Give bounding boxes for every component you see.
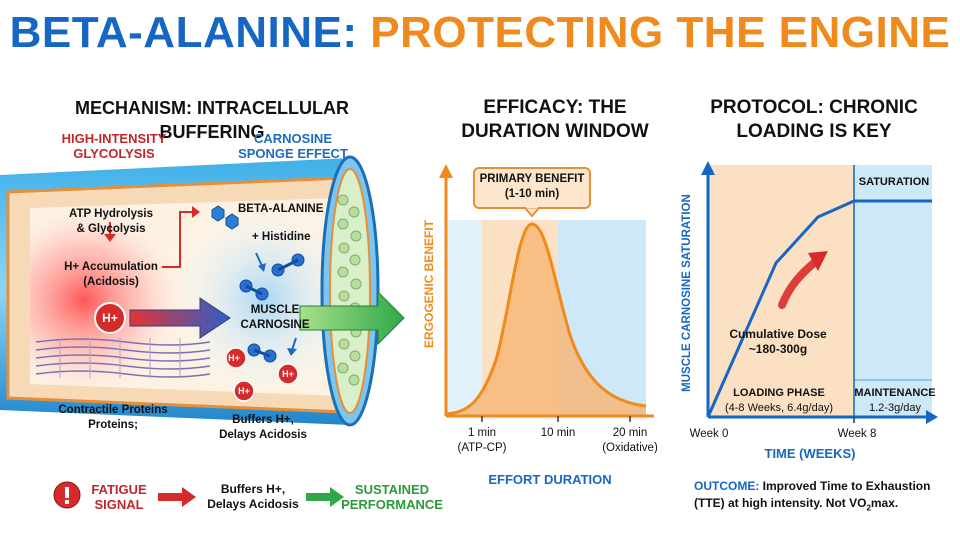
outcome-text: OUTCOME: Improved Time to Exhaustion (TT… [694, 479, 931, 513]
tick-10min: 10 min [540, 427, 576, 439]
h-plus-small-1: H+ [228, 353, 240, 363]
efficacy-x-axis-label: EFFORT DURATION [488, 472, 612, 487]
protocol-x-axis-label: TIME (WEEKS) [764, 446, 856, 461]
beta-alanine-label: BETA-ALANINE [238, 203, 324, 215]
efficacy-y-axis-label: ERGOGENIC BENEFIT [422, 220, 436, 349]
h-plus-badge: H+ [102, 311, 118, 325]
page-title: BETA-ALANINE: PROTECTING THE ENGINE [0, 8, 960, 58]
loading-phase-label: LOADING PHASE(4-8 Weeks, 6.4g/day) [724, 387, 833, 414]
green-flow-arrow [306, 487, 344, 507]
protocol-y-axis-label: MUSCLE CARNOSINE SATURATION [681, 194, 693, 392]
warning-icon [53, 481, 81, 509]
tick-1min: 1 min(ATP-CP) [457, 427, 507, 454]
tick-week8: Week 8 [837, 428, 877, 440]
flow-buffers-label: Buffers H+,Delays Acidosis [207, 482, 299, 511]
histidine-label: + Histidine [252, 231, 311, 243]
h-accumulation-label: H+ Accumulation(Acidosis) [64, 261, 158, 288]
h-plus-small-2: H+ [282, 369, 294, 379]
mechanism-heading: MECHANISM: INTRACELLULAR BUFFERING [75, 98, 349, 142]
title-part-1: BETA-ALANINE: [9, 8, 358, 57]
atp-hydrolysis-label: ATP Hydrolysis& Glycolysis [69, 208, 153, 235]
tick-20min: 20 min(Oxidative) [602, 427, 658, 454]
outcome-label: OUTCOME: [694, 479, 760, 493]
cumulative-dose-label: Cumulative Dose~180-300g [729, 327, 827, 356]
muscle-fiber-illustration [0, 155, 405, 427]
title-part-2: PROTECTING THE ENGINE [370, 8, 951, 57]
tick-week0: Week 0 [689, 428, 729, 440]
red-flow-arrow [158, 487, 196, 507]
primary-benefit-callout: PRIMARY BENEFIT(1-10 min) [479, 173, 585, 200]
buffers-h-label: Buffers H+,Delays Acidosis [219, 414, 307, 441]
saturation-label: SATURATION [858, 176, 930, 188]
efficacy-chart [439, 164, 654, 422]
protocol-chart [701, 161, 938, 424]
h-plus-small-3: H+ [238, 386, 250, 396]
